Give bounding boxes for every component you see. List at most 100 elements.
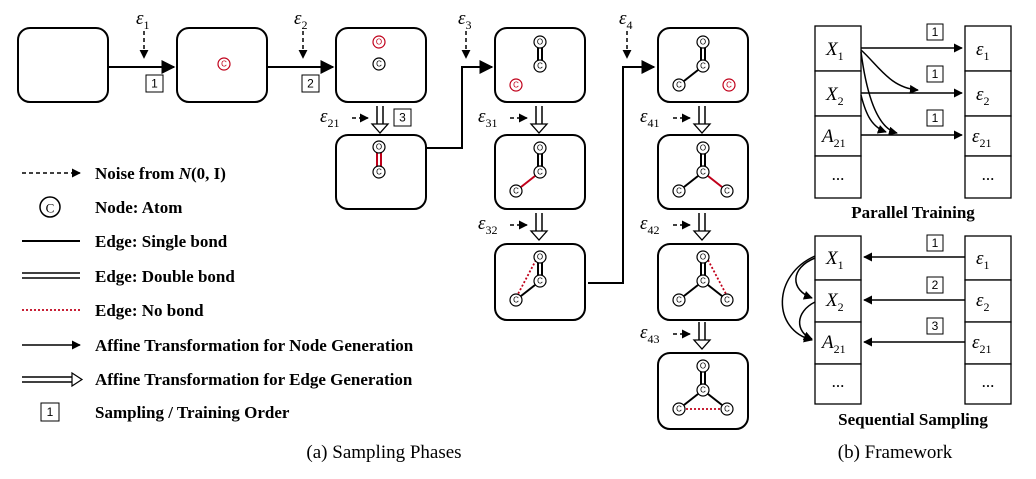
svg-text:O: O bbox=[537, 144, 543, 153]
svg-text:ε1: ε1 bbox=[976, 248, 990, 272]
svg-text:A21: A21 bbox=[820, 332, 846, 356]
svg-text:1: 1 bbox=[932, 111, 939, 125]
svg-text:C: C bbox=[376, 168, 382, 177]
svg-text:X2: X2 bbox=[825, 84, 844, 108]
svg-text:Noise from N(0, I): Noise from N(0, I) bbox=[95, 164, 226, 183]
state-box-5: O C C bbox=[494, 134, 586, 210]
order-square-2: 2 bbox=[301, 74, 320, 93]
svg-text:C: C bbox=[724, 296, 730, 305]
svg-text:C: C bbox=[726, 81, 732, 90]
svg-text:1: 1 bbox=[932, 67, 939, 81]
svg-text:1: 1 bbox=[151, 77, 158, 91]
svg-text:1: 1 bbox=[932, 25, 939, 39]
atom-c bbox=[372, 57, 386, 71]
edge-step-e31: ε31 bbox=[478, 106, 549, 134]
svg-text:ε1: ε1 bbox=[976, 39, 990, 63]
svg-text:C: C bbox=[700, 168, 706, 177]
svg-text:C: C bbox=[700, 386, 706, 395]
svg-text:ε2: ε2 bbox=[294, 8, 308, 32]
svg-text:X1: X1 bbox=[825, 39, 844, 63]
svg-text:O: O bbox=[537, 253, 543, 262]
state-box-10: O C C C bbox=[657, 352, 749, 430]
svg-text:Parallel Training: Parallel Training bbox=[851, 203, 975, 222]
svg-text:C: C bbox=[676, 405, 682, 414]
svg-text:ε3: ε3 bbox=[458, 8, 472, 32]
legend-single: Edge: Single bond bbox=[22, 232, 228, 251]
svg-text:1: 1 bbox=[47, 405, 54, 419]
svg-text:Affine Transformation for Node: Affine Transformation for Node Generatio… bbox=[95, 336, 414, 355]
edge-step-e32: ε32 bbox=[478, 213, 549, 241]
svg-text:ε2: ε2 bbox=[976, 84, 990, 108]
node-transform-arrow-3 bbox=[426, 60, 494, 149]
svg-text:C: C bbox=[537, 62, 543, 71]
legend: Noise from N(0, I) C Node: Atom Edge: Si… bbox=[22, 164, 414, 422]
svg-text:ε42: ε42 bbox=[640, 213, 660, 237]
svg-text:C: C bbox=[700, 277, 706, 286]
svg-text:C: C bbox=[513, 296, 519, 305]
svg-text:1: 1 bbox=[932, 236, 939, 250]
svg-text:Edge: Single bond: Edge: Single bond bbox=[95, 232, 228, 251]
svg-text:X2: X2 bbox=[825, 290, 844, 314]
noise-e4: ε4 bbox=[619, 8, 633, 59]
svg-text:C: C bbox=[537, 168, 543, 177]
svg-text:C: C bbox=[46, 201, 55, 216]
svg-text:C: C bbox=[537, 277, 543, 286]
svg-text:Edge: No bond: Edge: No bond bbox=[95, 301, 204, 320]
legend-order: 1 Sampling / Training Order bbox=[40, 402, 290, 422]
edge-step-e21: ε21 3 bbox=[320, 106, 412, 134]
sequential-sampling: X1 X2 A21 ... ε1 ε2 ε21 ... 1 2 3 Sequen… bbox=[781, 234, 1012, 429]
state-box-4: O C C bbox=[494, 27, 586, 103]
legend-double: Edge: Double bond bbox=[22, 267, 235, 286]
svg-text:O: O bbox=[376, 143, 382, 152]
edge-step-e42: ε42 bbox=[640, 213, 712, 241]
svg-text:ε21: ε21 bbox=[972, 332, 992, 356]
svg-text:O: O bbox=[700, 253, 706, 262]
sequential-right-col: ε1 ε2 ε21 ... bbox=[964, 235, 1012, 405]
legend-noise: Noise from N(0, I) bbox=[22, 164, 226, 183]
svg-text:2: 2 bbox=[932, 278, 939, 292]
parallel-right-col: ε1 ε2 ε21 ... bbox=[964, 25, 1012, 199]
svg-text:...: ... bbox=[832, 372, 845, 391]
svg-text:Sampling / Training Order: Sampling / Training Order bbox=[95, 403, 290, 422]
state-box-empty bbox=[17, 27, 109, 103]
svg-text:...: ... bbox=[832, 165, 845, 184]
svg-text:Edge: Double bond: Edge: Double bond bbox=[95, 267, 235, 286]
svg-text:ε41: ε41 bbox=[640, 106, 660, 130]
state-box-3: O C bbox=[335, 134, 427, 210]
svg-text:O: O bbox=[700, 38, 706, 47]
sequential-left-col: X1 X2 A21 ... bbox=[814, 235, 862, 405]
svg-text:3: 3 bbox=[932, 319, 939, 333]
svg-text:C: C bbox=[513, 81, 519, 90]
svg-text:O: O bbox=[537, 38, 543, 47]
svg-text:C: C bbox=[376, 60, 382, 69]
parallel-training: X1 X2 A21 ... ε1 ε2 ε21 ... 1 1 1 Parall… bbox=[814, 23, 1012, 222]
legend-node: C Node: Atom bbox=[39, 196, 182, 218]
state-box-7: O C C C bbox=[657, 27, 749, 103]
svg-text:C: C bbox=[724, 187, 730, 196]
legend-affine-edge: Affine Transformation for Edge Generatio… bbox=[22, 370, 413, 389]
svg-text:C: C bbox=[676, 187, 682, 196]
svg-text:C: C bbox=[676, 296, 682, 305]
svg-text:C: C bbox=[700, 62, 706, 71]
noise-e1: ε1 bbox=[136, 8, 150, 59]
atom-o-new bbox=[372, 35, 386, 49]
svg-text:ε32: ε32 bbox=[478, 213, 498, 237]
svg-text:C: C bbox=[221, 60, 227, 69]
svg-text:X1: X1 bbox=[825, 248, 844, 272]
state-box-6: O C C bbox=[494, 243, 586, 321]
svg-text:C: C bbox=[676, 81, 682, 90]
state-box-8: O C C C bbox=[657, 134, 749, 210]
svg-text:ε21: ε21 bbox=[320, 106, 340, 130]
state-box-2: O C bbox=[335, 27, 427, 103]
edge-step-e41: ε41 bbox=[640, 106, 712, 134]
svg-text:Node: Atom: Node: Atom bbox=[95, 198, 182, 217]
state-box-9: O C C C bbox=[657, 243, 749, 321]
atom-c-new bbox=[217, 57, 231, 71]
svg-text:ε1: ε1 bbox=[136, 8, 150, 32]
order-square-1: 1 bbox=[145, 74, 164, 93]
svg-text:ε43: ε43 bbox=[640, 322, 660, 346]
svg-text:ε2: ε2 bbox=[976, 290, 990, 314]
svg-text:O: O bbox=[376, 38, 382, 47]
caption-a: (a) Sampling Phases bbox=[306, 442, 461, 463]
svg-text:C: C bbox=[724, 405, 730, 414]
